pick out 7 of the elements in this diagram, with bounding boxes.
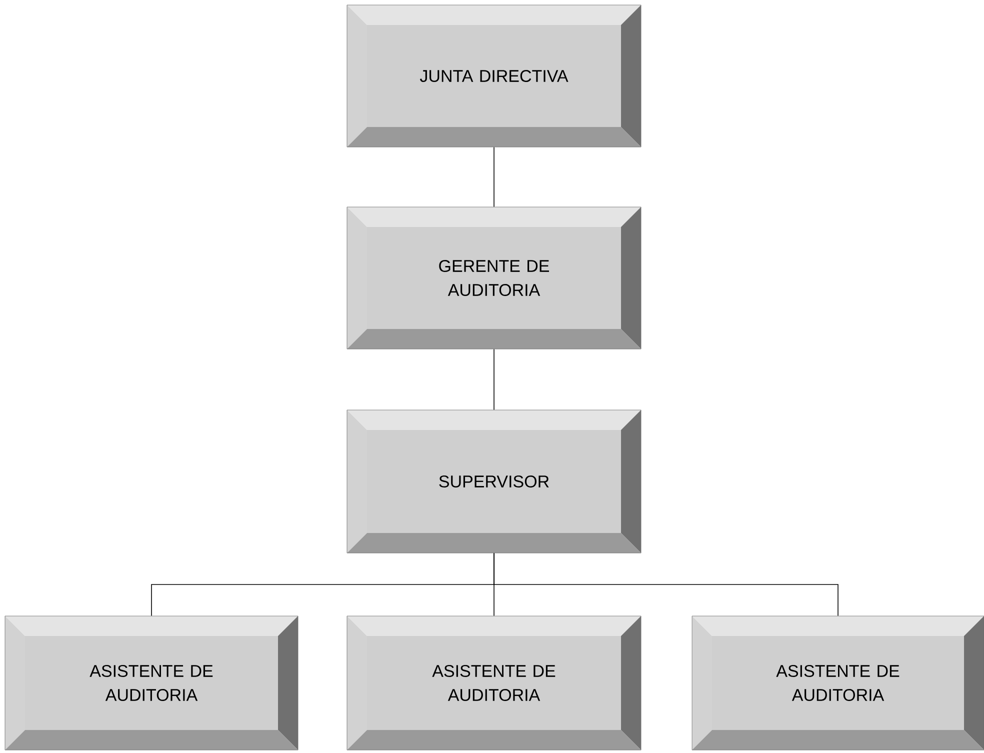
bevel-box: GERENTE DE AUDITORIA — [346, 206, 642, 350]
bevel-box: SUPERVISOR — [346, 410, 642, 554]
connector-line — [494, 552, 838, 616]
bevel-box: ASISTENTE DE AUDITORIA — [346, 616, 642, 750]
bevel-box: JUNTA DIRECTIVA — [346, 4, 642, 148]
bevel-box: ASISTENTE DE AUDITORIA — [4, 616, 298, 750]
bevel-box: ASISTENTE DE AUDITORIA — [692, 616, 984, 750]
